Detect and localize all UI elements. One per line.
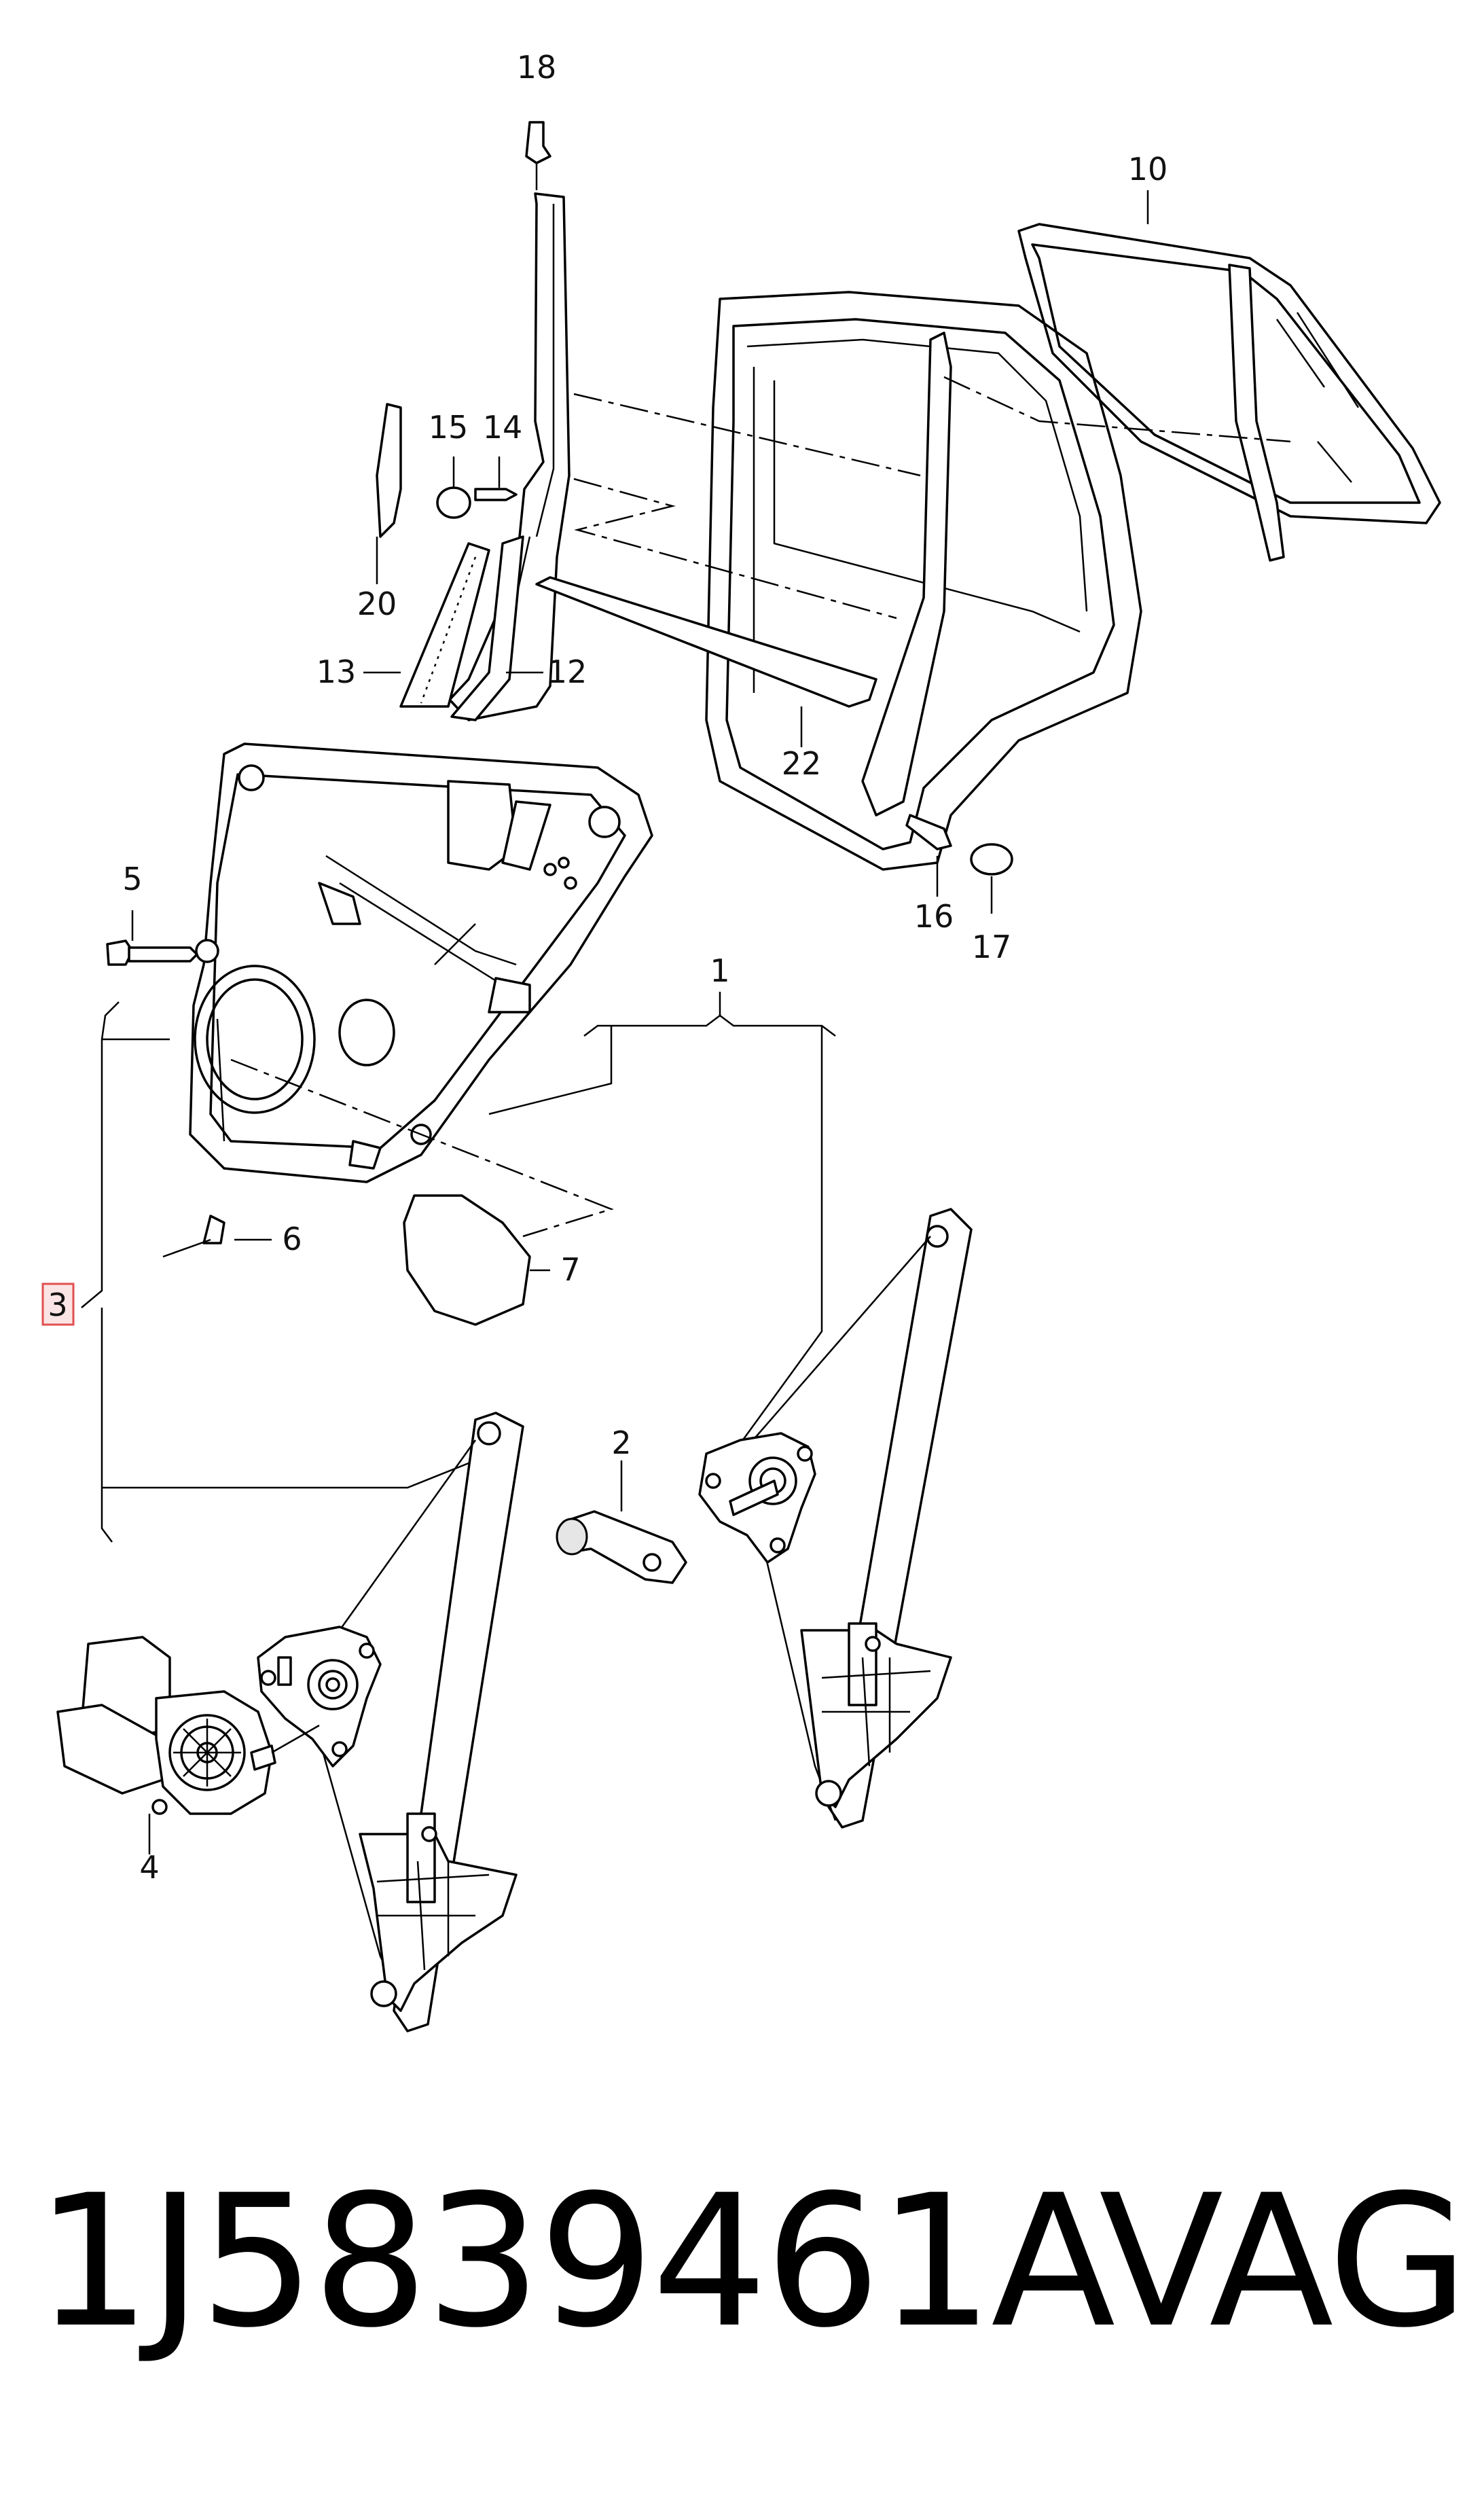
part-door-pillar: [861, 331, 952, 817]
part-regulator-electric: [257, 1412, 524, 2032]
part-6-rivet: [162, 1215, 272, 1258]
callout-20: 20: [357, 586, 397, 622]
callout-4: 4: [139, 1849, 159, 1886]
part-5-bolt: [106, 910, 198, 966]
callout-15: 15: [429, 409, 469, 446]
part-10-glass: [1017, 190, 1441, 562]
part-regulator-manual: [698, 1208, 973, 1829]
part-13-seal: [399, 542, 490, 708]
brand-name: VAG: [1099, 2156, 1468, 2368]
part-7-cover: [403, 1194, 550, 1326]
callout-13: 13: [316, 653, 357, 690]
callout-14: 14: [483, 409, 523, 446]
part-2-crank-handle: [556, 1460, 687, 1584]
callout-7: 7: [560, 1251, 580, 1288]
part-door-outline: [705, 291, 1142, 871]
callout-3-box: 3: [41, 1283, 75, 1326]
callout-5: 5: [122, 861, 142, 897]
alignment-lines-upper: [573, 376, 1291, 620]
group-bracket-3: [81, 1001, 476, 1543]
callout-10: 10: [1128, 151, 1168, 187]
part-16-bolt: [905, 814, 952, 897]
alignment-lines-lower: [230, 1058, 614, 1238]
part-4-motor: [56, 1636, 320, 1854]
callout-18: 18: [517, 49, 557, 86]
callout-3: 3: [48, 1287, 67, 1323]
part-14-screw: [474, 456, 518, 501]
callout-1: 1: [710, 952, 729, 989]
part-18-clip: [525, 121, 551, 190]
group-bracket-1: [488, 992, 836, 1482]
caption-bar: 1J5839461A VAG: [0, 2160, 1484, 2364]
callout-22: 22: [782, 745, 822, 782]
part-12-strip: [450, 535, 524, 721]
part-number: 1J5839461A: [35, 2156, 1115, 2368]
part-15-cap: [436, 456, 471, 519]
callout-17: 17: [972, 929, 1012, 965]
callout-16: 16: [914, 898, 954, 935]
part-17-cap: [970, 843, 1013, 914]
part-20-bracket: [376, 403, 402, 584]
part-22-sill: [535, 576, 877, 747]
callout-2: 2: [611, 1424, 631, 1461]
callout-12: 12: [547, 653, 587, 690]
part-door-module-panel: [189, 742, 653, 1183]
callout-6: 6: [282, 1221, 302, 1257]
